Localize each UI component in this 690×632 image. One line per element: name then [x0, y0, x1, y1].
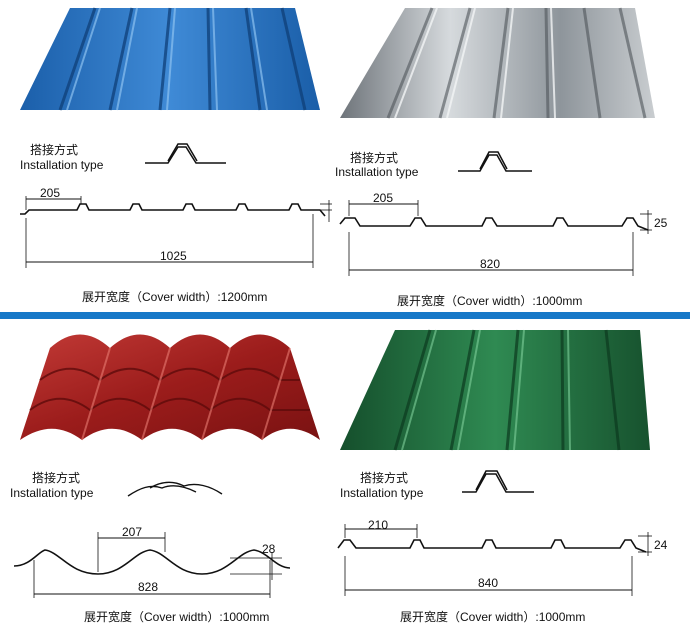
red-roof-tile-sheet	[20, 334, 320, 441]
rib-height-dimension: 24	[654, 538, 668, 552]
installation-type-label: Installation type	[335, 165, 419, 179]
cover-width-label: 展开宽度（Cover width）:1000mm	[400, 610, 586, 624]
installation-type-icon	[462, 470, 534, 493]
profile-drawing	[13, 532, 291, 598]
installation-type-label-cn: 搭接方式	[360, 471, 409, 485]
pitch-dimension: 205	[40, 186, 61, 200]
pitch-dimension: 205	[373, 191, 394, 205]
profile-drawing	[20, 196, 332, 268]
cover-width-label: 展开宽度（Cover width）:1000mm	[84, 610, 270, 624]
profile-drawing	[339, 200, 652, 276]
total-width-dimension: 828	[138, 580, 159, 594]
installation-type-label: Installation type	[20, 158, 104, 172]
installation-type-icon	[458, 151, 532, 172]
cover-width-label: 展开宽度（Cover width）:1200mm	[82, 290, 268, 304]
installation-type-label-cn: 搭接方式	[32, 471, 81, 485]
installation-type-icon	[145, 143, 226, 164]
section-divider	[0, 312, 690, 319]
installation-type-label-cn: 搭接方式	[30, 143, 79, 157]
installation-type-label: Installation type	[340, 486, 424, 500]
silver-roof-sheet	[340, 7, 655, 119]
pitch-dimension: 210	[368, 518, 389, 532]
installation-type-label: Installation type	[10, 486, 94, 500]
installation-type-label-cn: 搭接方式	[350, 151, 399, 165]
installation-type-icon	[127, 481, 223, 497]
cover-width-label: 展开宽度（Cover width）:1000mm	[397, 294, 583, 308]
rib-height-dimension: 25	[654, 216, 668, 230]
blue-roof-sheet	[20, 7, 320, 111]
rib-height-dimension: 28	[262, 542, 276, 556]
pitch-dimension: 207	[122, 525, 143, 539]
total-width-dimension: 820	[480, 257, 501, 271]
total-width-dimension: 1025	[160, 249, 187, 263]
profile-drawing	[337, 524, 652, 596]
total-width-dimension: 840	[478, 576, 499, 590]
green-roof-sheet	[340, 329, 650, 451]
